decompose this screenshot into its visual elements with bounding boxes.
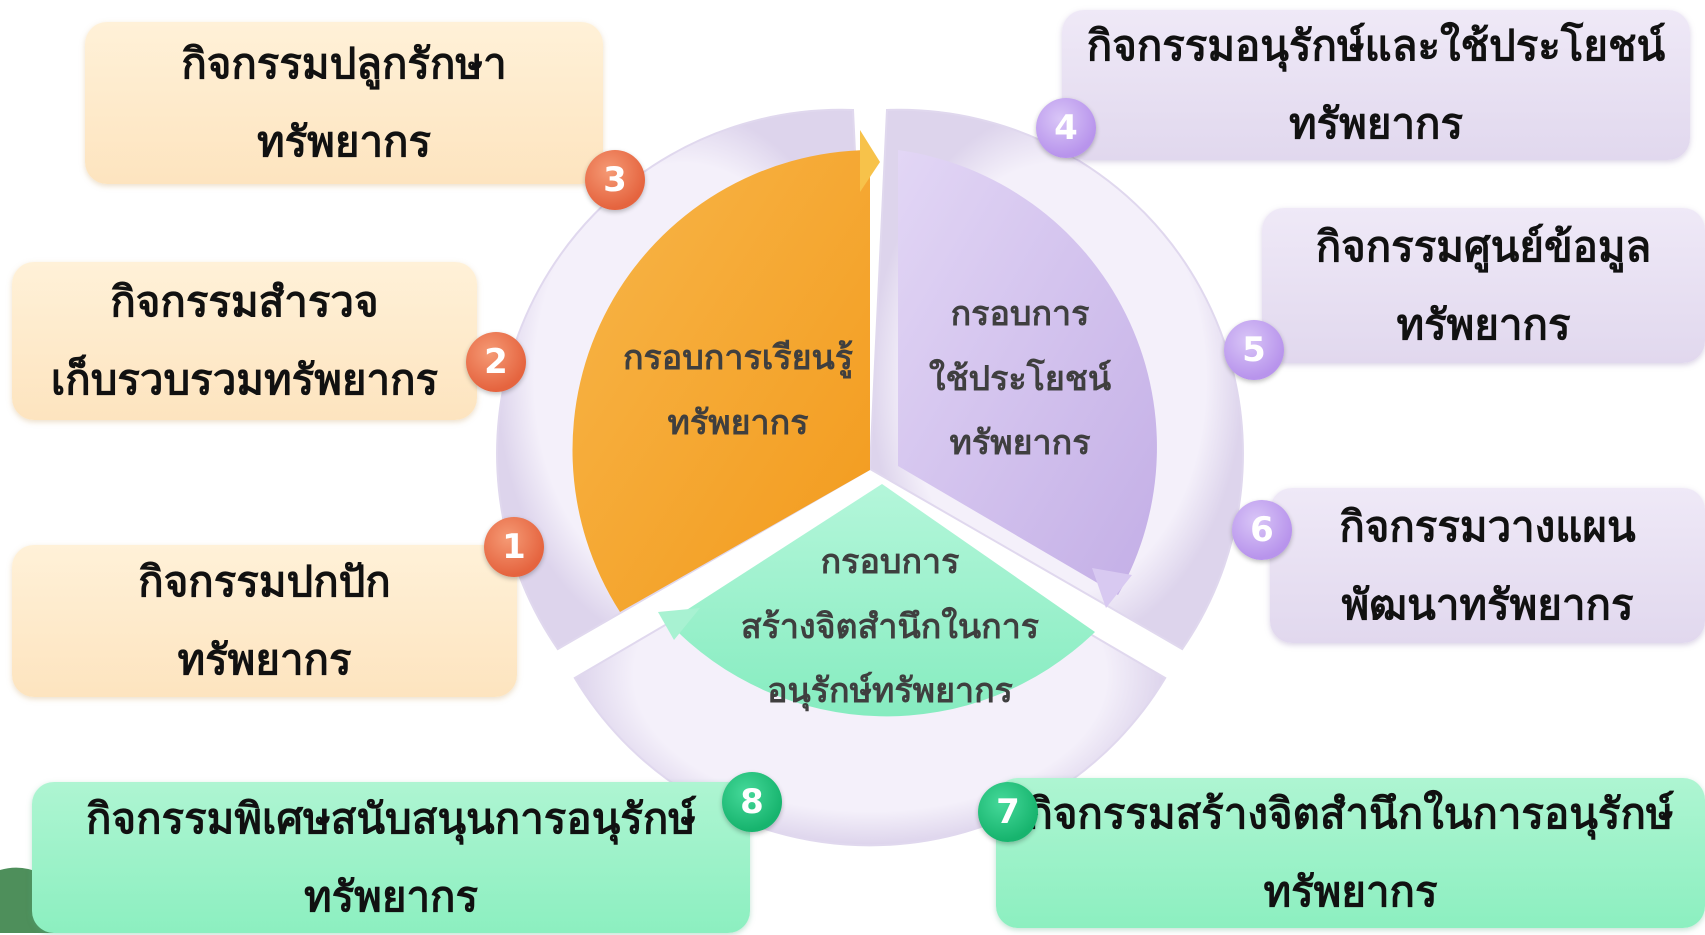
usage-framework-line3: ทรัพยากร [900, 411, 1140, 476]
learning-framework-line1: กรอบการเรียนรู้ [608, 326, 868, 391]
badge-2: 2 [466, 332, 526, 392]
activity-4-line2: ทรัพยากร [1289, 85, 1463, 163]
activity-box-1: กิจกรรมปกปัก ทรัพยากร [12, 545, 517, 697]
activity-box-8: กิจกรรมพิเศษสนับสนุนการอนุรักษ์ ทรัพยากร [32, 782, 750, 933]
activity-1-line1: กิจกรรมปกปัก [138, 543, 390, 621]
activity-box-6: กิจกรรมวางแผน พัฒนาทรัพยากร [1270, 488, 1705, 643]
activity-box-7: กิจกรรมสร้างจิตสำนึกในการอนุรักษ์ ทรัพยา… [996, 778, 1705, 928]
badge-1: 1 [484, 517, 544, 577]
awareness-framework-line1: กรอบการ [720, 530, 1060, 595]
usage-framework-line2: ใช้ประโยชน์ [900, 347, 1140, 412]
badge-6: 6 [1232, 500, 1292, 560]
badge-3: 3 [585, 150, 645, 210]
activity-6-line1: กิจกรรมวางแผน [1339, 488, 1635, 566]
activity-6-line2: พัฒนาทรัพยากร [1341, 566, 1633, 644]
activity-1-line2: ทรัพยากร [177, 621, 351, 699]
activity-2-line1: กิจกรรมสำรวจ [110, 263, 378, 341]
activity-box-4: กิจกรรมอนุรักษ์และใช้ประโยชน์ ทรัพยากร [1062, 10, 1690, 160]
badge-8: 8 [722, 772, 782, 832]
learning-framework-label: กรอบการเรียนรู้ ทรัพยากร [608, 326, 868, 455]
activity-8-line1: กิจกรรมพิเศษสนับสนุนการอนุรักษ์ [86, 780, 696, 858]
usage-framework-line1: กรอบการ [900, 282, 1140, 347]
activity-2-line2: เก็บรวบรวมทรัพยากร [51, 341, 438, 419]
activity-3-line1: กิจกรรมปลูกรักษา [181, 25, 506, 103]
activity-5-line1: กิจกรรมศูนย์ข้อมูล [1316, 208, 1652, 286]
awareness-framework-line2: สร้างจิตสำนึกในการ [720, 595, 1060, 660]
activity-4-line1: กิจกรรมอนุรักษ์และใช้ประโยชน์ [1087, 7, 1665, 85]
badge-5: 5 [1224, 320, 1284, 380]
activity-8-line2: ทรัพยากร [304, 858, 478, 935]
learning-framework-line2: ทรัพยากร [608, 391, 868, 456]
activity-box-2: กิจกรรมสำรวจ เก็บรวบรวมทรัพยากร [12, 262, 477, 420]
badge-4: 4 [1036, 98, 1096, 158]
usage-framework-label: กรอบการ ใช้ประโยชน์ ทรัพยากร [900, 282, 1140, 476]
activity-7-line2: ทรัพยากร [1263, 853, 1437, 931]
activity-5-line2: ทรัพยากร [1396, 286, 1570, 364]
badge-7: 7 [978, 782, 1038, 842]
activity-box-5: กิจกรรมศูนย์ข้อมูล ทรัพยากร [1262, 208, 1705, 363]
activity-3-line2: ทรัพยากร [257, 103, 431, 181]
activity-7-line1: กิจกรรมสร้างจิตสำนึกในการอนุรักษ์ [1027, 775, 1673, 853]
awareness-framework-line3: อนุรักษ์ทรัพยากร [720, 659, 1060, 724]
activity-box-3: กิจกรรมปลูกรักษา ทรัพยากร [85, 22, 603, 184]
awareness-framework-label: กรอบการ สร้างจิตสำนึกในการ อนุรักษ์ทรัพย… [720, 530, 1060, 724]
